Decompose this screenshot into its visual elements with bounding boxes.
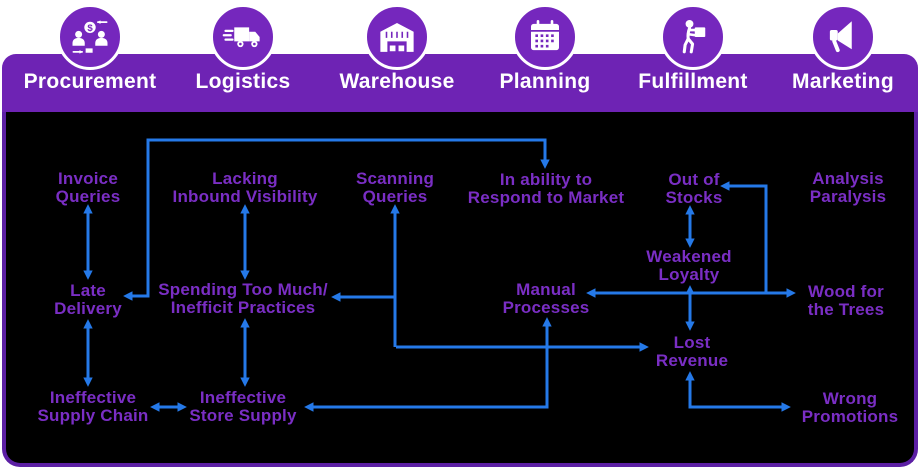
logistics-icon bbox=[210, 4, 276, 70]
fulfillment-icon bbox=[660, 4, 726, 70]
node-text: Lost bbox=[673, 333, 711, 352]
node-text: Supply Chain bbox=[37, 406, 149, 425]
node-text: Processes bbox=[502, 298, 590, 317]
node-text: Queries bbox=[55, 187, 121, 206]
node-text: Store Supply bbox=[189, 406, 297, 425]
node-wrong-promotions: Wrong Promotions bbox=[802, 390, 898, 426]
node-scanning-queries: Scanning Queries bbox=[356, 170, 434, 206]
node-manual-processes: Manual Processes bbox=[503, 281, 590, 317]
procurement-icon: $ bbox=[57, 4, 123, 70]
node-text: Revenue bbox=[655, 351, 729, 370]
node-text: Invoice bbox=[58, 169, 118, 188]
category-header-bar bbox=[2, 54, 918, 112]
node-text: Wood for bbox=[808, 282, 884, 301]
category-procurement: $ Procurement bbox=[24, 0, 156, 93]
node-text: Promotions bbox=[801, 407, 899, 426]
node-ineffective-store-supply: Ineffective Store Supply bbox=[189, 389, 296, 425]
category-warehouse: Warehouse bbox=[339, 0, 454, 93]
node-text: Late bbox=[70, 281, 106, 300]
node-text: Weakened bbox=[646, 247, 732, 266]
node-text: Scanning bbox=[355, 169, 435, 188]
planning-icon bbox=[512, 4, 578, 70]
node-ineffective-supply-chain: Ineffective Supply Chain bbox=[37, 389, 148, 425]
node-text: Stocks bbox=[665, 188, 723, 207]
node-analysis-paralysis: Analysis Paralysis bbox=[810, 170, 886, 206]
svg-text:$: $ bbox=[87, 23, 93, 34]
node-lacking-inbound-visibility: Lacking Inbound Visibility bbox=[173, 170, 318, 206]
category-label-fulfillment: Fulfillment bbox=[638, 70, 748, 93]
category-label-procurement: Procurement bbox=[23, 70, 157, 93]
node-text: the Trees bbox=[807, 300, 885, 319]
node-weakened-loyalty: Weakened Loyalty bbox=[646, 248, 731, 284]
category-logistics: Logistics bbox=[196, 0, 290, 93]
node-inability-respond-market: In ability to Respond to Market bbox=[468, 171, 624, 207]
node-text: Respond to Market bbox=[467, 188, 625, 207]
node-text: Manual bbox=[516, 280, 576, 299]
node-late-delivery: Late Delivery bbox=[54, 282, 122, 318]
node-wood-for-the-trees: Wood for the Trees bbox=[808, 283, 884, 319]
node-text: Queries bbox=[362, 187, 428, 206]
node-text: Paralysis bbox=[809, 187, 887, 206]
node-text: Ineffective bbox=[199, 388, 287, 407]
node-spending-too-much: Spending Too Much/ Inefficit Practices bbox=[158, 281, 327, 317]
node-text: Ineffective bbox=[49, 388, 137, 407]
category-planning: Planning bbox=[499, 0, 590, 93]
node-text: Loyalty bbox=[658, 265, 720, 284]
warehouse-icon bbox=[364, 4, 430, 70]
category-marketing: Marketing bbox=[792, 0, 894, 93]
node-text: Inbound Visibility bbox=[172, 187, 318, 206]
node-text: Out of bbox=[668, 170, 720, 189]
node-text: Inefficit Practices bbox=[170, 298, 316, 317]
category-label-marketing: Marketing bbox=[792, 70, 894, 93]
node-text: Spending Too Much/ bbox=[158, 280, 328, 299]
node-text: Delivery bbox=[54, 299, 122, 318]
category-label-warehouse: Warehouse bbox=[339, 70, 455, 93]
node-text: Analysis bbox=[812, 169, 884, 188]
node-text: Lacking bbox=[212, 169, 278, 188]
node-lost-revenue: Lost Revenue bbox=[656, 334, 728, 370]
node-text: In ability to bbox=[499, 170, 593, 189]
node-invoice-queries: Invoice Queries bbox=[56, 170, 121, 206]
category-label-logistics: Logistics bbox=[195, 70, 291, 93]
node-text: Wrong bbox=[822, 389, 878, 408]
category-fulfillment: Fulfillment bbox=[638, 0, 747, 93]
marketing-icon bbox=[810, 4, 876, 70]
category-label-planning: Planning bbox=[499, 70, 591, 93]
node-out-of-stocks: Out of Stocks bbox=[666, 171, 723, 207]
